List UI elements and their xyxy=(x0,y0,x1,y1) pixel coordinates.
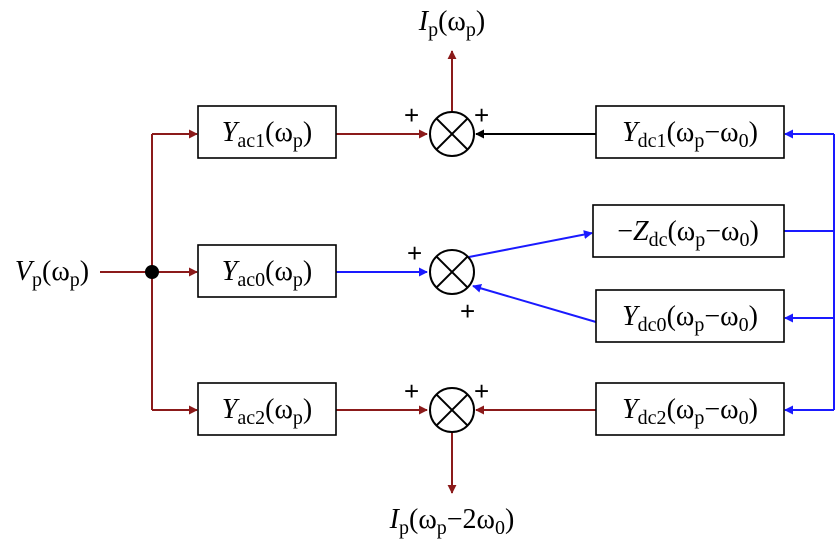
block-yac2: Yac2(ωp) xyxy=(197,382,337,436)
block-yac0: Yac0(ωp) xyxy=(197,244,337,298)
svg-text:Ydc2(ωp−ω0): Ydc2(ωp−ω0) xyxy=(622,394,758,429)
arrow-sum-mid-to-zdc xyxy=(468,230,593,258)
svg-text:−Zdc(ωp−ω0): −Zdc(ωp−ω0) xyxy=(617,216,759,251)
summing-junction-middle xyxy=(429,249,475,295)
summing-junction-top xyxy=(429,111,475,157)
arrow-ydc0-to-sum-mid xyxy=(472,283,597,323)
summing-junction-bottom xyxy=(429,387,475,433)
svg-text:Ydc1(ωp−ω0): Ydc1(ωp−ω0) xyxy=(622,117,758,152)
block-ydc0: Ydc0(ωp−ω0) xyxy=(595,289,785,343)
sign-mid-left: + xyxy=(407,238,422,268)
block-ydc1: Ydc1(ωp−ω0) xyxy=(595,105,785,159)
output-top-label: Ip(ωp) xyxy=(418,6,485,41)
sign-bot-left: + xyxy=(404,376,419,406)
output-bottom-label: Ip(ωp−2ω0) xyxy=(389,504,515,539)
svg-text:Yac0(ωp): Yac0(ωp) xyxy=(222,256,312,291)
sign-mid-bottom: + xyxy=(460,296,475,326)
sign-top-left: + xyxy=(404,100,419,130)
svg-text:Yac2(ωp): Yac2(ωp) xyxy=(222,394,312,429)
svg-text:Ydc0(ωp−ω0): Ydc0(ωp−ω0) xyxy=(622,301,758,336)
block-yac1: Yac1(ωp) xyxy=(197,105,337,159)
input-label: Vp(ωp) xyxy=(15,256,89,291)
block-ydc2: Ydc2(ωp−ω0) xyxy=(595,382,785,436)
sign-bot-right: + xyxy=(474,376,489,406)
svg-text:Yac1(ωp): Yac1(ωp) xyxy=(222,117,312,152)
junction-dot xyxy=(145,265,159,279)
block-zdc: −Zdc(ωp−ω0) xyxy=(592,204,785,258)
sign-top-right: + xyxy=(474,100,489,130)
